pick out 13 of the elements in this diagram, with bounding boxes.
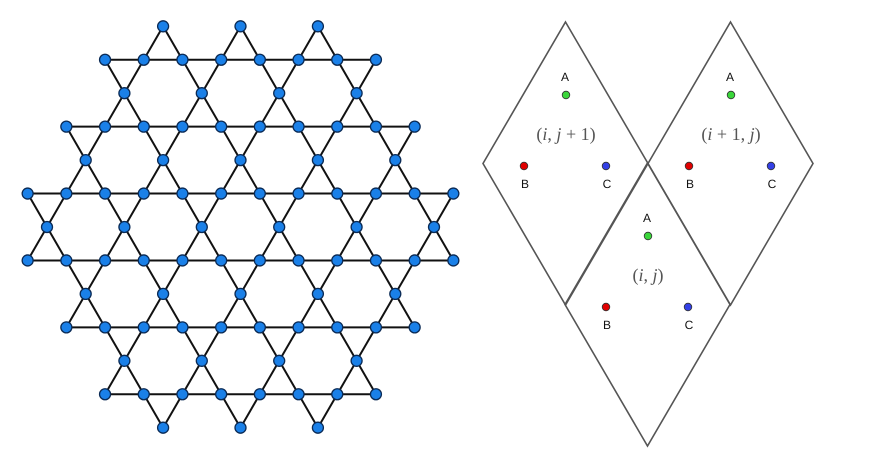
site-label: A — [561, 71, 569, 83]
cell-index-label: (i, j) — [632, 266, 664, 284]
site-label: A — [643, 212, 651, 224]
site-label: A — [726, 71, 734, 83]
cell-index-label: (i, j + 1) — [536, 125, 596, 143]
site-label: C — [602, 178, 612, 190]
site-label: B — [521, 178, 529, 190]
site-label: C — [768, 178, 776, 190]
cell-index-label: (i + 1, j) — [701, 125, 761, 143]
site-label: B — [686, 178, 694, 190]
site-label: C — [684, 319, 694, 331]
rhombus-cell — [565, 163, 730, 446]
site-label: B — [603, 319, 611, 331]
